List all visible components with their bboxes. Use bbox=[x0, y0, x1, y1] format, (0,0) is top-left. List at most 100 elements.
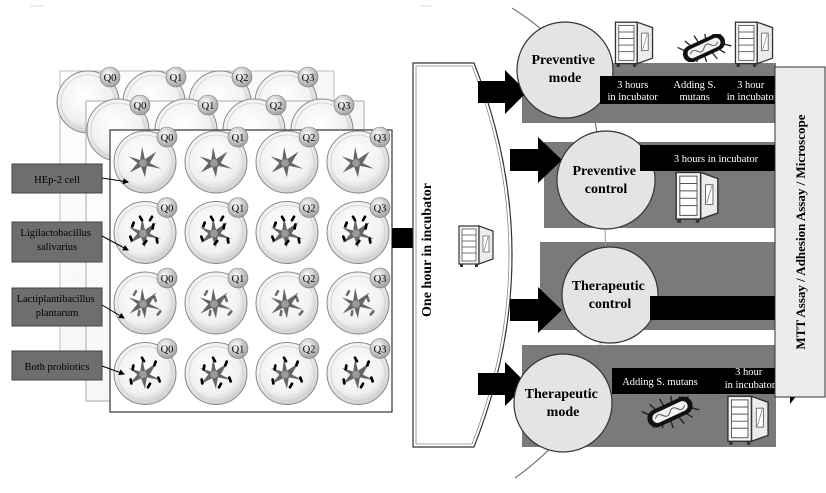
front-plate-column-label-r2-c3: Q3 bbox=[374, 274, 387, 285]
circle-preventive-control: Preventive control bbox=[556, 130, 656, 230]
svg-text:Adding S. mutans: Adding S. mutans bbox=[622, 377, 698, 388]
middle-plate-column-label-r0-c3: Q3 bbox=[338, 101, 351, 112]
svg-text:Lactiplantibacillus plan: Lactiplantibacillus plantarum bbox=[17, 294, 98, 319]
middle-plate-column-label-r0-c1: Q1 bbox=[202, 101, 215, 112]
front-plate-column-label-r0-c0: Q0 bbox=[161, 133, 174, 144]
svg-text:Therapeutic mode: Therapeutic mode bbox=[525, 387, 602, 420]
front-plate-column-badge-r0-c0: Q0 bbox=[156, 126, 178, 148]
row-pointer-salivarius bbox=[101, 235, 129, 251]
tm-step2-line1: 3 hour bbox=[735, 367, 763, 378]
row-label-both: Both probiotics bbox=[11, 350, 103, 381]
svg-text:Ligilactobacillus saliva: Ligilactobacillus salivarius bbox=[20, 228, 93, 253]
assay-label: MTT Assay / Adhesion Assay / Microscope bbox=[793, 114, 808, 349]
tm-step2-line2: in incubator bbox=[725, 380, 776, 391]
front-plate-column-badge-r3-c1: Q1 bbox=[227, 338, 249, 359]
front-plate-well-r3-c0: Q0 bbox=[113, 338, 178, 405]
pm-step1-line2: in incubator bbox=[607, 92, 658, 103]
middle-plate-column-label-r0-c0: Q0 bbox=[134, 101, 147, 112]
svg-text:3 hour in incubator: 3 hour in incubator bbox=[725, 367, 776, 391]
row-label-plantarum-line2: plantarum bbox=[36, 308, 79, 319]
front-plate-column-label-r1-c0: Q0 bbox=[161, 204, 174, 215]
front-plate-well-r3-c1: Q1 bbox=[184, 338, 249, 405]
tm-step1-text: Adding S. mutans bbox=[622, 377, 698, 388]
row-pointer-plantarum bbox=[101, 304, 125, 319]
svg-text:Preventive mode: Preventive mode bbox=[532, 53, 599, 86]
middle-plate-column-badge-r0-c3: Q3 bbox=[333, 94, 355, 116]
preventive-control-steps: 3 hours in incubator bbox=[640, 135, 808, 224]
incubator-icon-pc bbox=[675, 171, 719, 224]
pm-step2-line2: mutans bbox=[680, 92, 710, 103]
front-plate-column-badge-r1-c1: Q1 bbox=[227, 197, 249, 218]
pm-step3-line2: in incubator bbox=[727, 92, 778, 103]
front-plate-column-label-r3-c3: Q3 bbox=[374, 345, 387, 356]
front-plate-column-badge-r0-c3: Q3 bbox=[369, 126, 391, 148]
front-plate-column-label-r3-c1: Q1 bbox=[232, 345, 245, 356]
row-label-salivarius-line2: salivarius bbox=[37, 242, 77, 253]
back-plate-column-badge-r0-c1: Q1 bbox=[165, 66, 187, 88]
therapeutic-mode-line2: mode bbox=[547, 405, 580, 420]
front-plate-column-badge-r1-c0: Q0 bbox=[156, 197, 178, 218]
middle-plate-column-badge-r0-c1: Q1 bbox=[197, 94, 219, 116]
circle-therapeutic-control: Therapeutic control bbox=[561, 246, 659, 344]
front-plate-well-r3-c3: Q3 bbox=[326, 338, 391, 405]
front-plate-column-label-r2-c0: Q0 bbox=[161, 274, 174, 285]
row-label-salivarius-line1: Ligilactobacillus bbox=[20, 228, 91, 239]
pc-step-text: 3 hours in incubator bbox=[674, 154, 759, 165]
row-label-salivarius: Ligilactobacillus salivarius bbox=[11, 221, 103, 263]
row-label-hep2-text: HEp-2 cell bbox=[34, 175, 80, 186]
front-plate-column-label-r1-c3: Q3 bbox=[374, 204, 387, 215]
front-plate-column-label-r3-c2: Q2 bbox=[303, 345, 316, 356]
preventive-control-line2: control bbox=[585, 182, 628, 197]
front-plate-column-badge-r3-c0: Q0 bbox=[156, 338, 178, 359]
incubator-icon-pm1 bbox=[614, 21, 654, 68]
front-plate-well-r2-c2: Q2 bbox=[255, 267, 320, 335]
middle-plate-column-badge-r0-c2: Q2 bbox=[265, 94, 287, 116]
front-plate-column-badge-r3-c3: Q3 bbox=[369, 338, 391, 359]
row-pointer-both bbox=[101, 365, 125, 376]
circle-preventive-mode: Preventive mode bbox=[516, 21, 614, 119]
preventive-mode-line1: Preventive bbox=[532, 53, 596, 68]
incubator-icon-main bbox=[458, 225, 494, 268]
back-plate-column-badge-r0-c2: Q2 bbox=[231, 66, 253, 88]
front-plate-column-badge-r2-c3: Q3 bbox=[369, 267, 391, 289]
incubator-icon-pm2 bbox=[734, 21, 774, 68]
front-plate-well-r2-c3: Q3 bbox=[326, 267, 391, 335]
row-pointer-hep2 bbox=[101, 177, 129, 185]
back-plate-column-label-r0-c2: Q2 bbox=[236, 73, 249, 84]
svg-text:Preventive control: Preventive control bbox=[573, 164, 640, 197]
front-plate-column-label-r0-c1: Q1 bbox=[232, 133, 245, 144]
front-plate-column-badge-r2-c0: Q0 bbox=[156, 267, 178, 289]
circle-therapeutic-mode: Therapeutic mode bbox=[513, 353, 613, 453]
front-plate-well-r1-c2: Q2 bbox=[255, 197, 320, 264]
assay-panel: MTT Assay / Adhesion Assay / Microscope bbox=[774, 66, 826, 398]
front-plate-column-badge-r2-c2: Q2 bbox=[298, 267, 320, 289]
front-plate-column-label-r0-c2: Q2 bbox=[303, 133, 316, 144]
front-plate-column-label-r2-c1: Q1 bbox=[232, 274, 245, 285]
preventive-control-line1: Preventive bbox=[573, 164, 637, 179]
therapeutic-mode-steps: Adding S. mutans 3 hour in incubator bbox=[612, 358, 808, 446]
svg-text:3 hours in incubator: 3 hours in incubator Adding S. mutans 3 … bbox=[607, 80, 777, 103]
therapeutic-control-line2: control bbox=[589, 297, 632, 312]
front-plate-well-r0-c1: Q1 bbox=[184, 126, 249, 194]
front-plate-well-r0-c2: Q2 bbox=[255, 126, 320, 194]
middle-plate-column-badge-r0-c0: Q0 bbox=[129, 94, 151, 116]
front-plate-well-r1-c0: Q0 bbox=[113, 197, 178, 264]
back-plate-column-badge-r0-c0: Q0 bbox=[99, 66, 121, 88]
therapeutic-control-line1: Therapeutic bbox=[572, 279, 645, 294]
back-plate-column-label-r0-c3: Q3 bbox=[302, 73, 315, 84]
front-plate-well-r2-c0: Q0 bbox=[113, 267, 178, 335]
front-plate-column-badge-r0-c1: Q1 bbox=[227, 126, 249, 148]
front-plate-well-r0-c0: Q0 bbox=[113, 126, 178, 194]
front-plate-column-badge-r2-c1: Q1 bbox=[227, 267, 249, 289]
front-plate-well-r1-c3: Q3 bbox=[326, 197, 391, 264]
incubator-icon-tm bbox=[727, 395, 769, 446]
incubation-panel: One hour in incubator bbox=[412, 62, 513, 448]
back-plate-column-label-r0-c0: Q0 bbox=[104, 73, 117, 84]
pm-step1-line1: 3 hours bbox=[617, 80, 648, 91]
front-plate-column-badge-r0-c2: Q2 bbox=[298, 126, 320, 148]
therapeutic-control-arrow bbox=[650, 285, 808, 331]
preventive-mode-line2: mode bbox=[549, 71, 582, 86]
front-plate-well-r3-c2: Q2 bbox=[255, 338, 320, 405]
